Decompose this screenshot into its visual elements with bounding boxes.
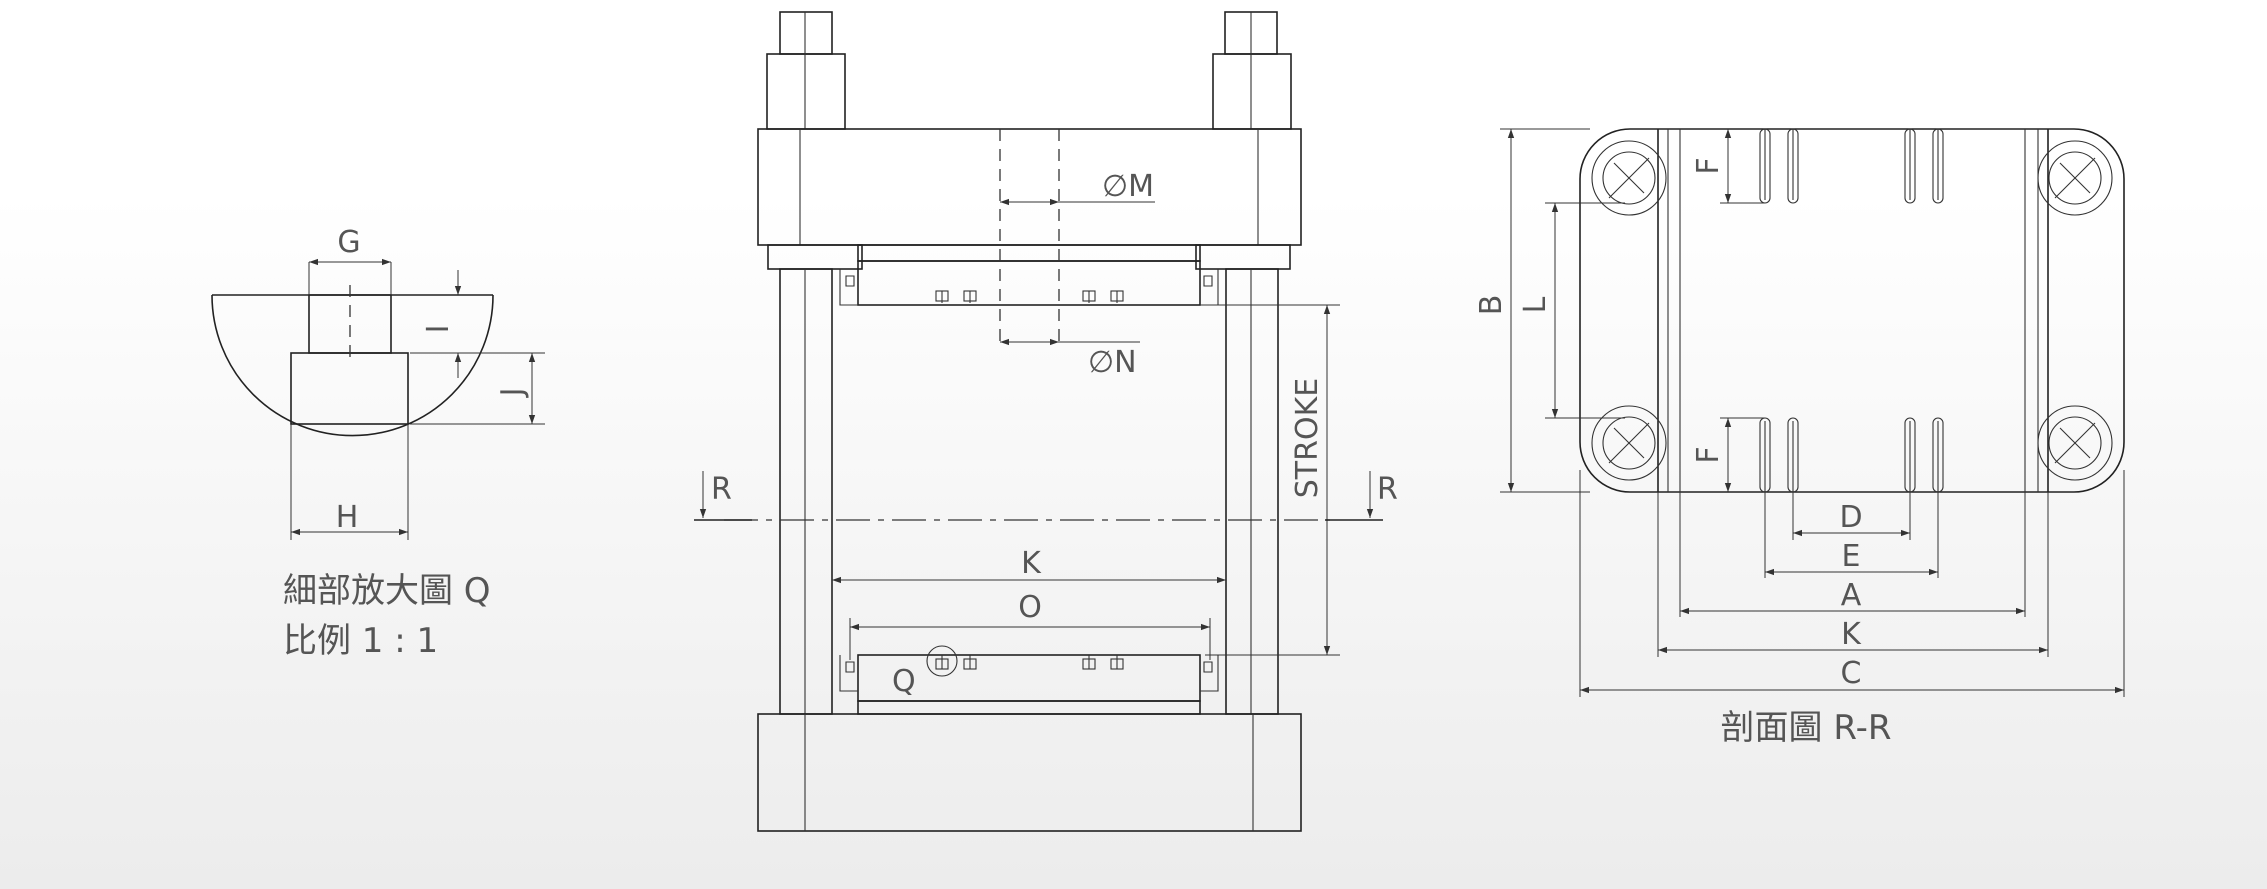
detail-caption: 細部放大圖 Q [283,571,491,611]
right-column [1225,268,1279,715]
m-label: ∅M [1102,169,1154,204]
b-label: B [1474,295,1509,316]
t-slot-neck [308,294,392,354]
lower-t-slots [935,655,1124,670]
j-label: J [495,388,530,399]
right-column-collar [1195,244,1291,270]
detail-circle-arc [211,294,494,437]
g-label: G [337,225,360,260]
left-column [779,268,833,715]
l-label: L [1518,296,1553,313]
upper-side-clamps [839,269,1219,306]
r-right-label: R [1377,472,1398,507]
upper-t-slots [935,290,1124,303]
section-view-r-r: B L F F D E A K [1474,128,2125,748]
column-cross-sections [1591,140,2113,481]
section-caption: 剖面圖 R-R [1721,708,1892,748]
f-bottom-label: F [1691,446,1726,463]
left-cylinder-body [766,53,846,130]
e-label: E [1842,539,1861,574]
right-cylinder-body [1212,53,1292,130]
lower-side-clamps [839,655,1219,692]
base-block [757,713,1302,832]
n-label: ∅N [1088,345,1137,380]
i-label: I [421,325,456,334]
upper-slide-plate [857,244,1201,262]
k-label-section: K [1841,617,1862,652]
f-top-label: F [1691,157,1726,174]
detail-scale: 比例 1 : 1 [283,621,438,661]
detail-q-callout-circle [926,645,958,677]
q-label: Q [892,664,916,699]
a-label: A [1841,578,1862,613]
k-label-front: K [1021,546,1042,581]
lower-plate [857,700,1201,715]
d-label: D [1839,500,1862,535]
r-left-label: R [711,472,732,507]
detail-view-q: G I J H 細部放大圖 Q 比例 1 : 1 [211,225,545,661]
c-label: C [1841,656,1862,691]
left-cylinder-top [779,11,833,55]
left-column-collar [767,244,863,270]
section-t-slots [1759,128,1944,493]
o-label: O [1018,590,1042,625]
t-slot-head [290,352,409,425]
upper-platen [857,260,1201,306]
section-extension-lines [1579,470,2125,697]
press-front-view: ∅M ∅N STROKE R R K O [694,11,1398,832]
section-outline [1579,128,2125,493]
stroke-label: STROKE [1290,378,1325,498]
h-label: H [336,500,359,535]
top-crown-block [757,128,1302,246]
